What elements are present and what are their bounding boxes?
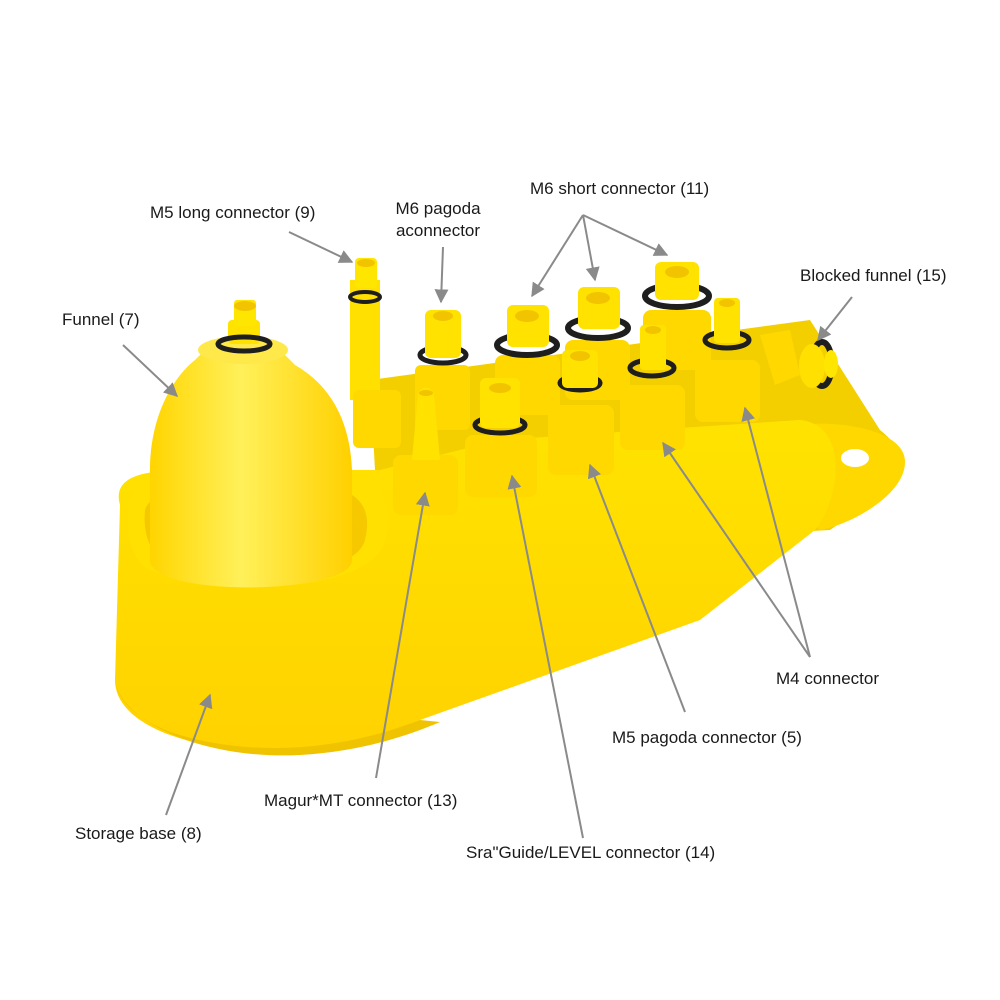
arrow-magur: [375, 491, 430, 779]
m4-connector-1: [620, 325, 685, 450]
label-m5-pagoda-connector: M5 pagoda connector (5): [612, 728, 802, 747]
arrow-m6-short-1: [531, 214, 584, 298]
arrow-m6-short-3: [582, 214, 669, 256]
m5-pagoda-connector: [548, 350, 614, 475]
magur-mt-connector: [393, 387, 458, 515]
arrow-m4-1: [662, 441, 811, 658]
arrow-funnel: [122, 344, 179, 397]
label-funnel: Funnel (7): [62, 310, 140, 329]
pointer-arrows: [122, 214, 853, 839]
label-m4-connector: M4 connector: [776, 669, 879, 688]
label-sra-guide-connector: Sra"Guide/LEVEL connector (14): [466, 843, 716, 862]
m4-connector-2: [695, 298, 760, 422]
arrow-m4-2: [741, 406, 811, 658]
arrow-m6-pagoda: [434, 246, 449, 304]
label-m6-pagoda-line2: aconnector: [395, 221, 481, 240]
arrow-m5-long: [288, 231, 354, 263]
arrow-storage-base: [165, 693, 213, 816]
label-magur-mt-connector: Magur*MT connector (13): [264, 791, 458, 810]
label-storage-base: Storage base (8): [75, 824, 202, 843]
funnel: [150, 300, 352, 588]
hanging-hole: [841, 449, 869, 467]
label-m6-pagoda-line1: M6 pagoda: [395, 199, 481, 218]
blocked-funnel: [760, 330, 838, 389]
label-blocked-funnel: Blocked funnel (15): [800, 266, 947, 285]
arrow-m5-pagoda: [587, 463, 686, 713]
label-m5-long-connector: M5 long connector (9): [150, 203, 316, 222]
arrow-m6-short-2: [582, 214, 600, 282]
arrow-sra-guide: [507, 474, 584, 839]
arrow-blocked-funnel: [817, 296, 853, 342]
label-m6-short-connector: M6 short connector (11): [530, 179, 710, 198]
funnel-oring: [215, 334, 273, 354]
m5-long-connector: [348, 258, 401, 448]
label-m6-pagoda-connector: M6 pagoda aconnector: [378, 198, 498, 242]
